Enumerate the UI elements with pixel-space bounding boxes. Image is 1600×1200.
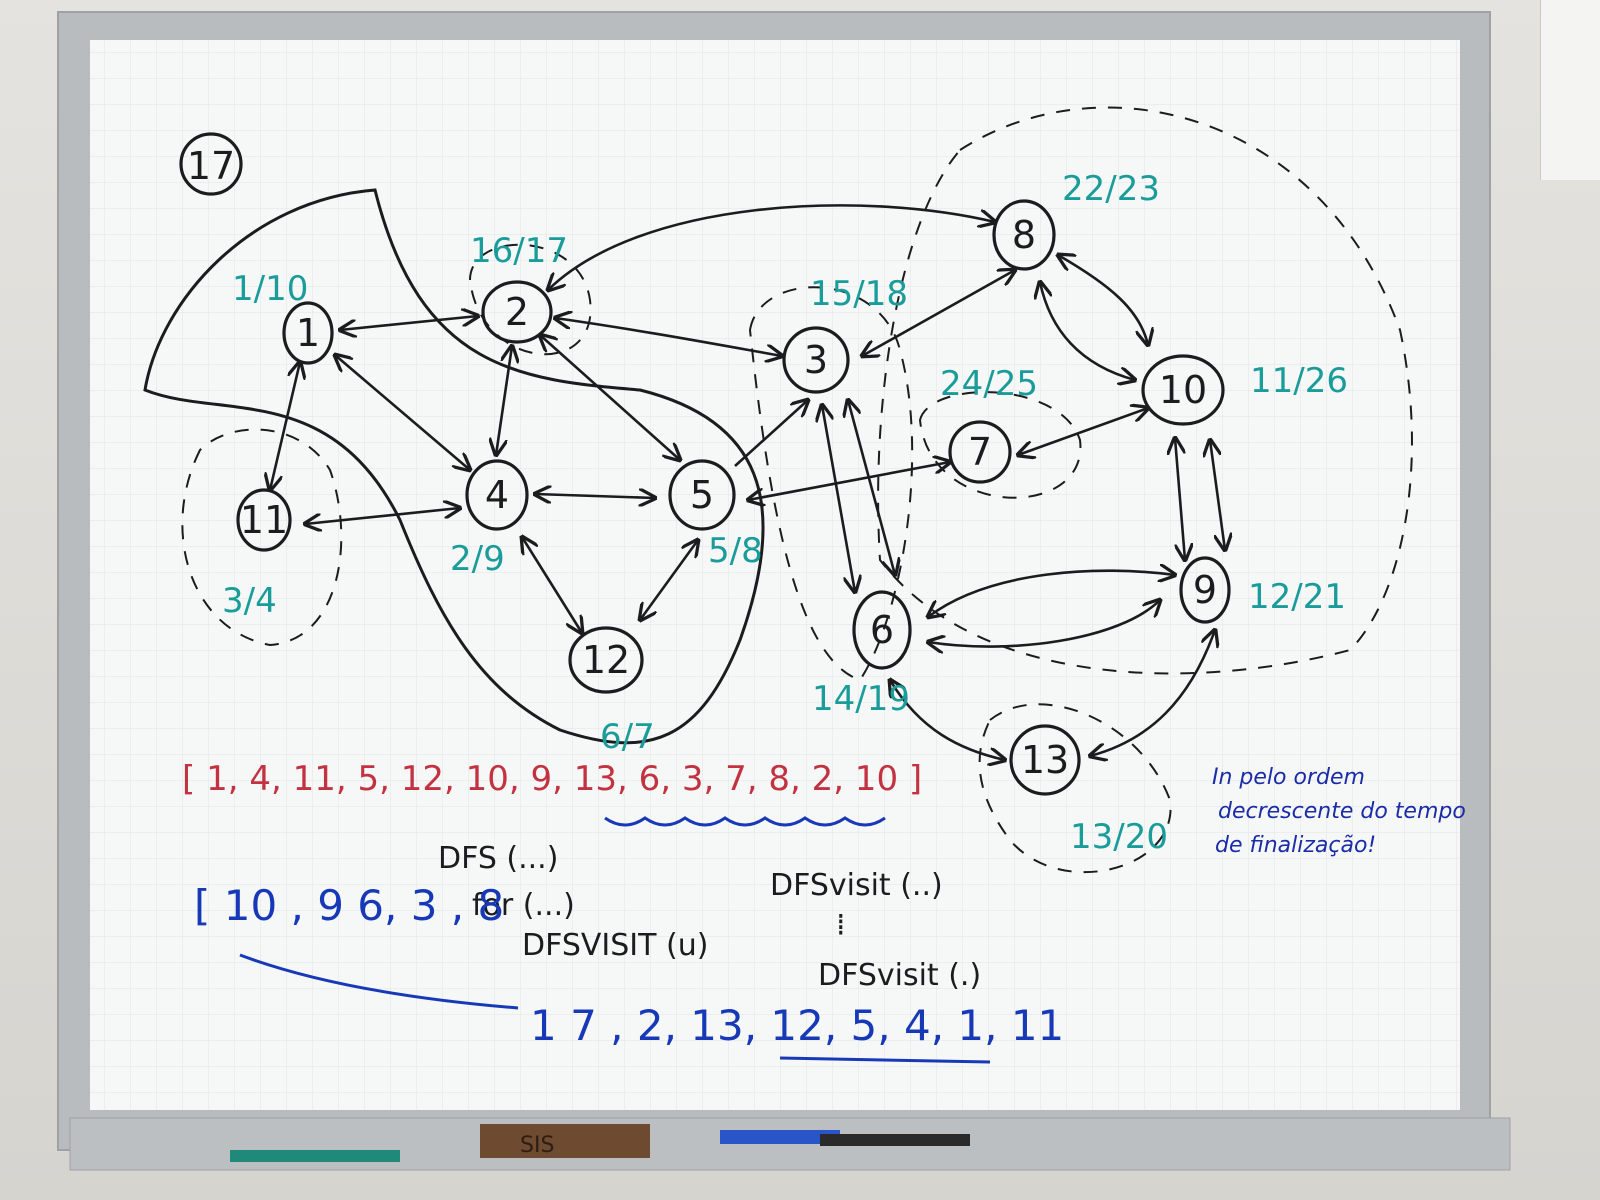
edge-3-8 <box>862 270 1015 356</box>
times-node-9: 12/21 <box>1248 577 1346 617</box>
edge-9-10-a <box>1175 438 1185 560</box>
times-node-1: 1/10 <box>232 269 308 309</box>
svg-text:8: 8 <box>1012 213 1036 257</box>
red-underline-braces <box>604 816 886 827</box>
edge-9-10-b <box>1210 440 1225 550</box>
blue-underline-left <box>239 953 519 1010</box>
blue-sequence-bottom: 1 7 , 2, 13, 12, 5, 4, 1, 11 <box>530 1001 1064 1050</box>
edge-4-12 <box>522 537 582 633</box>
edge-6-13 <box>890 680 1005 760</box>
node-6: 6 <box>852 590 912 670</box>
edge-10-7 <box>1018 408 1148 455</box>
edge-2-4 <box>496 346 512 455</box>
svg-text:3: 3 <box>804 338 828 382</box>
edge-2-3 <box>555 318 782 356</box>
node-5: 5 <box>668 459 736 531</box>
edge-1-4 <box>335 355 470 470</box>
time-labels: 1/10 16/17 15/18 2/9 5/8 14/19 24/25 22/… <box>222 169 1348 857</box>
svg-text:13: 13 <box>1021 738 1069 782</box>
edge-layer <box>270 204 1225 760</box>
node-2: 2 <box>481 280 553 344</box>
svg-text:6: 6 <box>870 608 894 652</box>
edge-6-9-b <box>928 600 1160 647</box>
board-number: 17 <box>187 144 235 188</box>
svg-text:2: 2 <box>505 290 529 334</box>
edge-5-12 <box>640 540 698 620</box>
node-10: 10 <box>1141 354 1225 426</box>
marker-black <box>820 1134 970 1146</box>
note-line-3: de finalização! <box>1215 833 1376 858</box>
edge-3-6-b <box>848 400 895 575</box>
nodes-layer: 1 2 3 4 5 6 7 8 9 10 11 12 13 <box>236 199 1231 796</box>
note-line-2: decrescente do tempo <box>1218 799 1466 824</box>
times-node-10: 11/26 <box>1250 361 1348 401</box>
edge-1-11 <box>270 362 300 490</box>
times-node-7: 24/25 <box>940 364 1038 404</box>
times-node-4: 2/9 <box>450 539 505 579</box>
node-11: 11 <box>236 488 292 552</box>
svg-text:4: 4 <box>485 473 509 517</box>
times-node-3: 15/18 <box>810 274 908 314</box>
tray-label: SIS <box>520 1133 554 1158</box>
svg-text:9: 9 <box>1193 568 1217 612</box>
edge-1-2 <box>340 316 478 330</box>
code-dfsvisit-b: DFSvisit (.) <box>818 958 981 993</box>
blue-sequence-top: [ 10 , 9 6, 3 , 8 <box>194 881 504 930</box>
svg-text:12: 12 <box>582 638 630 682</box>
red-sequence: [ 1, 4, 11, 5, 12, 10, 9, 13, 6, 3, 7, 8… <box>182 759 922 799</box>
code-dfsvisit-a: DFSvisit (..) <box>770 868 943 903</box>
times-node-5: 5/8 <box>708 531 763 571</box>
code-dfsvisit-u: DFSVISIT (u) <box>522 928 708 963</box>
edge-4-5 <box>535 494 655 498</box>
node-7: 7 <box>948 420 1012 484</box>
svg-text:1: 1 <box>296 311 320 355</box>
node-8: 8 <box>992 199 1056 271</box>
times-node-11: 3/4 <box>222 581 277 621</box>
component-outline-dashed-6 <box>978 703 1172 874</box>
svg-text:5: 5 <box>690 473 714 517</box>
node-4: 4 <box>465 459 529 531</box>
component-outline-dashed-3 <box>748 286 914 682</box>
board-number-ring <box>179 132 243 196</box>
code-for: for (...) <box>472 888 575 923</box>
wall-poster <box>1540 0 1600 180</box>
node-12: 12 <box>568 626 644 694</box>
edge-10-8-b <box>1040 282 1135 380</box>
eraser <box>480 1124 650 1158</box>
edge-4-11 <box>305 508 460 524</box>
times-extra: 6/7 <box>600 717 655 757</box>
node-3: 3 <box>782 326 850 394</box>
node-13: 13 <box>1009 724 1081 796</box>
svg-text:11: 11 <box>240 498 288 542</box>
svg-text:7: 7 <box>968 430 992 474</box>
times-node-13: 13/20 <box>1070 817 1168 857</box>
code-dfs: DFS (...) <box>438 841 558 876</box>
node-9: 9 <box>1179 556 1231 624</box>
node-1: 1 <box>282 301 334 365</box>
times-node-6: 14/19 <box>812 679 910 719</box>
marker-blue <box>720 1130 840 1144</box>
code-dots: ⁞ <box>836 908 846 943</box>
svg-text:10: 10 <box>1159 368 1207 412</box>
blue-underline-right <box>779 1056 991 1064</box>
times-node-8: 22/23 <box>1062 169 1160 209</box>
note-line-1: In pelo ordem <box>1212 765 1365 790</box>
edge-2-8 <box>548 204 995 290</box>
times-node-2: 16/17 <box>470 231 568 271</box>
edge-9-13 <box>1090 630 1215 756</box>
marker-teal <box>230 1150 400 1162</box>
